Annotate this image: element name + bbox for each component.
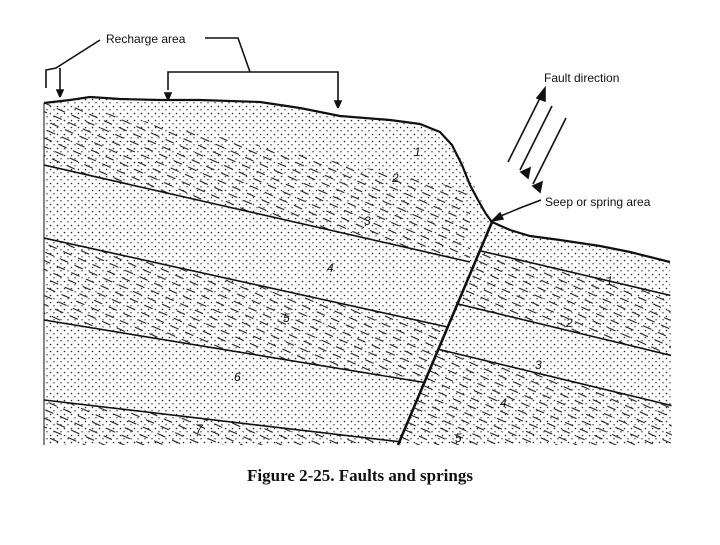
figure-caption: Figure 2-25. Faults and springs [0, 466, 720, 486]
fault-direction-arrows [508, 88, 566, 192]
layer-number: 2 [391, 171, 399, 185]
layer-number: 5 [455, 431, 462, 445]
layer-number: 6 [234, 370, 241, 384]
layer-number: 3 [535, 358, 542, 372]
layer-number: 5 [283, 311, 290, 325]
fault-direction-label: Fault direction [544, 71, 619, 85]
layer-number: 2 [565, 316, 573, 330]
layer-number: 4 [327, 261, 334, 275]
recharge-area-label: Recharge area [106, 32, 186, 46]
layer-number: 1 [414, 145, 421, 159]
seep-area-label: Seep or spring area [545, 195, 651, 209]
layer-number: 4 [500, 396, 507, 410]
layer-number: 3 [364, 214, 371, 228]
layer-number: 1 [606, 274, 613, 288]
seep-pointer [492, 200, 541, 221]
